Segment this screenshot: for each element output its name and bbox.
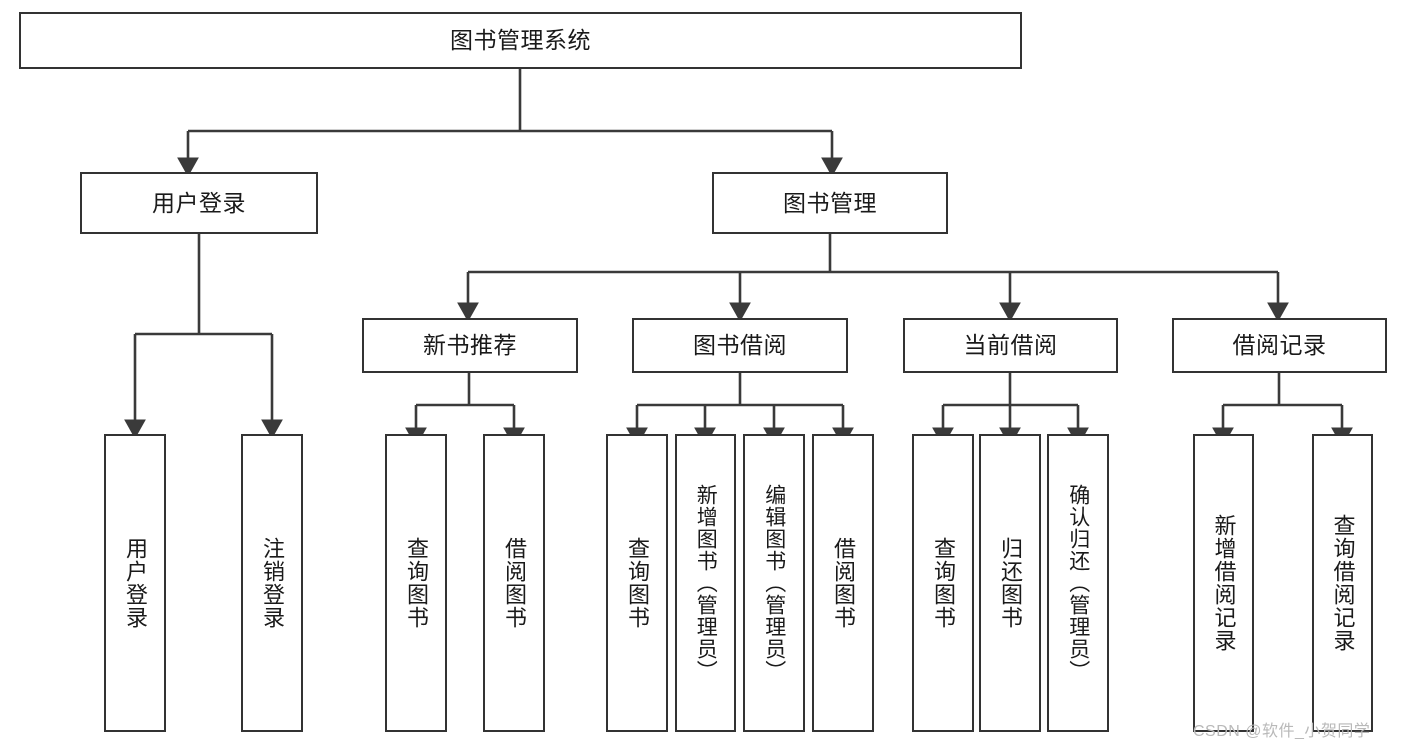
node-label: 注销登录 xyxy=(259,537,285,629)
node-borrow-record[interactable]: 借阅记录 xyxy=(1172,318,1387,373)
node-label: 新增借阅记录 xyxy=(1211,514,1237,652)
node-book-borrow[interactable]: 图书借阅 xyxy=(632,318,848,373)
leaf-confirm-return-admin[interactable]: 确认归还（管理员） xyxy=(1047,434,1109,732)
node-user-login[interactable]: 用户登录 xyxy=(80,172,318,234)
node-label: 新增图书（管理员） xyxy=(694,484,718,682)
leaf-add-borrow-record[interactable]: 新增借阅记录 xyxy=(1193,434,1254,732)
node-label: 图书管理系统 xyxy=(450,27,591,54)
leaf-user-login[interactable]: 用户登录 xyxy=(104,434,166,732)
leaf-query-book-borrow[interactable]: 查询图书 xyxy=(606,434,668,732)
leaf-borrow-book-recommend[interactable]: 借阅图书 xyxy=(483,434,545,732)
node-label: 查询借阅记录 xyxy=(1330,514,1356,652)
node-label: 借阅图书 xyxy=(501,537,527,629)
node-label: 借阅记录 xyxy=(1232,332,1327,359)
node-label: 编辑图书（管理员） xyxy=(762,484,786,682)
node-label: 确认归还（管理员） xyxy=(1066,484,1090,682)
leaf-query-borrow-record[interactable]: 查询借阅记录 xyxy=(1312,434,1373,732)
csdn-watermark: CSDN @软件_小贺同学 xyxy=(1193,723,1371,740)
leaf-query-book-current[interactable]: 查询图书 xyxy=(912,434,974,732)
node-label: 查询图书 xyxy=(930,537,956,629)
node-current-borrow[interactable]: 当前借阅 xyxy=(903,318,1118,373)
node-label: 用户登录 xyxy=(122,537,148,629)
leaf-logout-login[interactable]: 注销登录 xyxy=(241,434,303,732)
node-book-management[interactable]: 图书管理 xyxy=(712,172,948,234)
node-label: 查询图书 xyxy=(624,537,650,629)
node-label: 查询图书 xyxy=(403,537,429,629)
node-label: 用户登录 xyxy=(152,189,246,216)
node-new-book-recommend[interactable]: 新书推荐 xyxy=(362,318,578,373)
leaf-add-book-admin[interactable]: 新增图书（管理员） xyxy=(675,434,736,732)
leaf-return-book[interactable]: 归还图书 xyxy=(979,434,1041,732)
node-root-book-management-system[interactable]: 图书管理系统 xyxy=(19,12,1022,69)
leaf-query-book-recommend[interactable]: 查询图书 xyxy=(385,434,447,732)
node-label: 归还图书 xyxy=(997,537,1023,629)
node-label: 当前借阅 xyxy=(963,332,1058,359)
node-label: 图书借阅 xyxy=(693,332,787,359)
leaf-edit-book-admin[interactable]: 编辑图书（管理员） xyxy=(743,434,805,732)
node-label: 图书管理 xyxy=(783,189,877,216)
leaf-borrow-book-borrow[interactable]: 借阅图书 xyxy=(812,434,874,732)
node-label: 新书推荐 xyxy=(423,332,517,359)
node-label: 借阅图书 xyxy=(830,537,856,629)
